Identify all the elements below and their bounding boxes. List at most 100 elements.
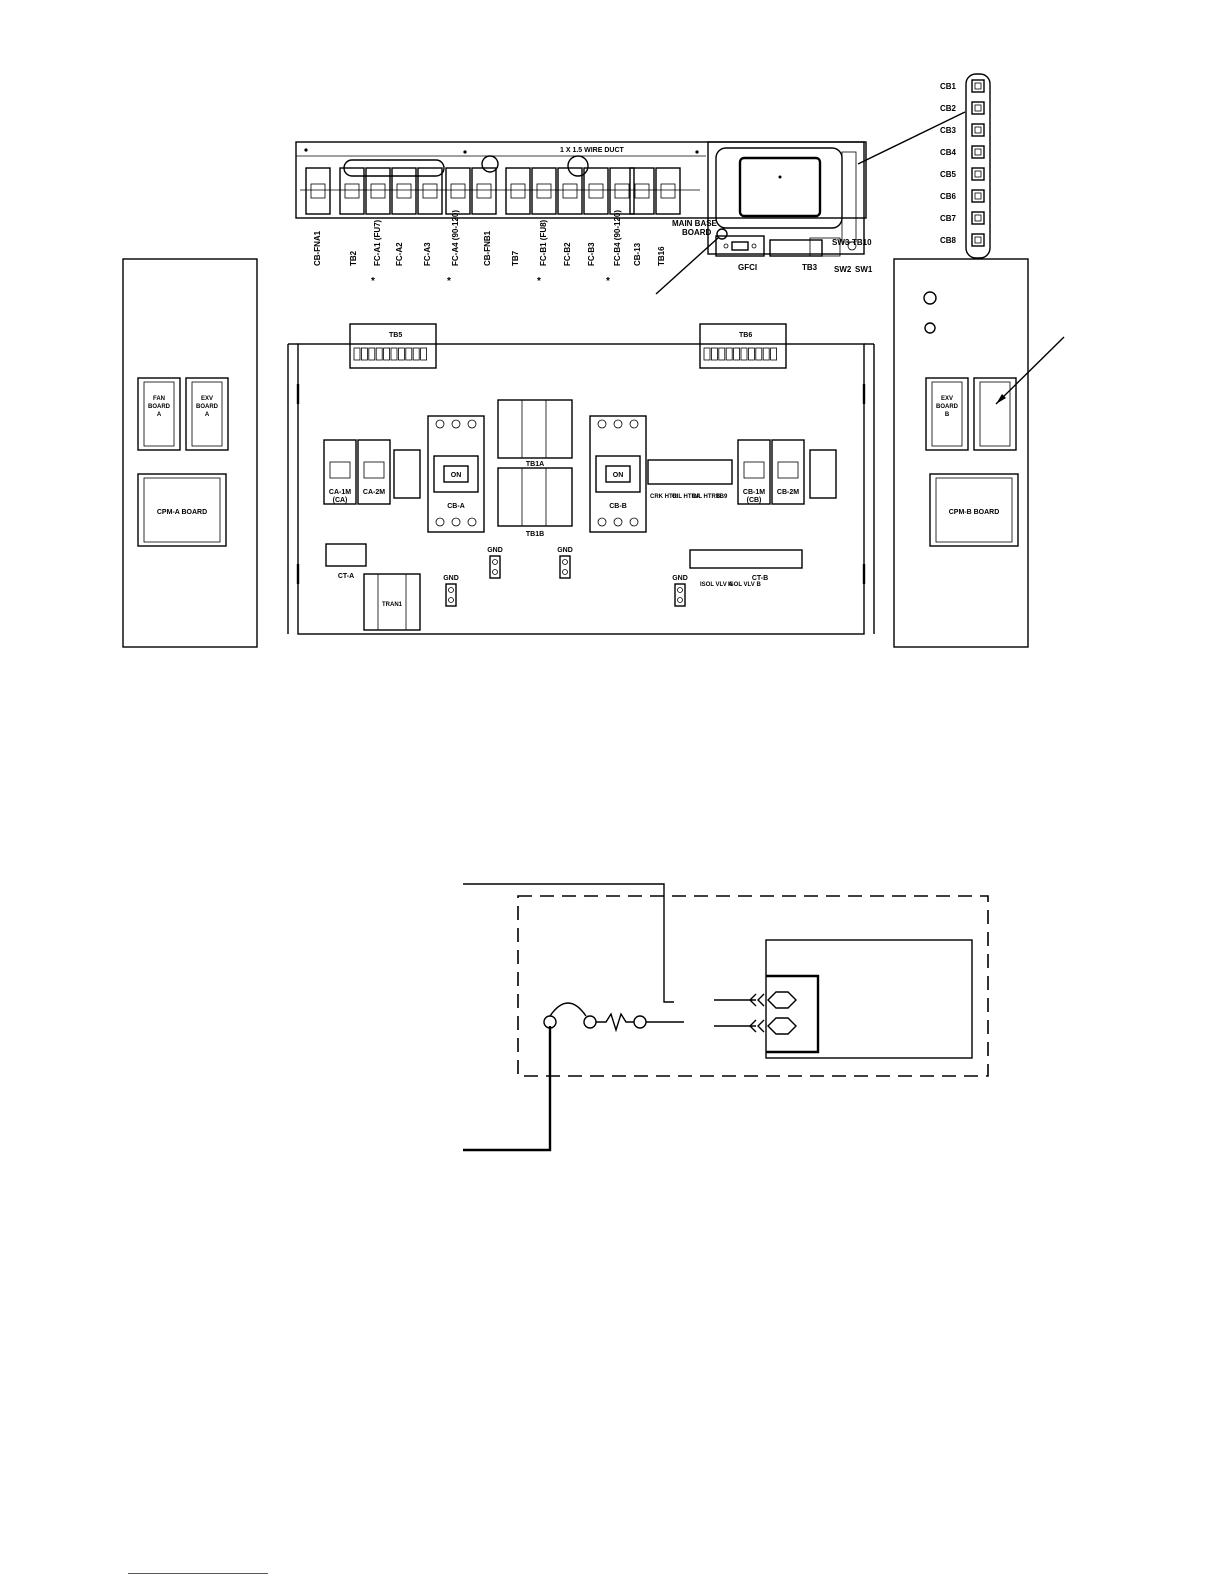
ct-b-label: CT-B — [752, 575, 768, 582]
isol-vlv-b-label: ISOL VLV B — [728, 582, 761, 588]
schematic-bracket — [766, 974, 820, 1054]
ca-1m-label: CA-1M — [329, 489, 351, 496]
rail-label: FC-B2 — [563, 242, 572, 266]
asterisk-fc-b1: * — [537, 276, 541, 287]
cpm-a-board — [137, 473, 227, 547]
cb-b-label: CB-B — [609, 503, 627, 510]
rail-label: FC-A2 — [395, 242, 404, 266]
schematic-inner-box — [765, 939, 973, 1059]
cb-strip-label: CB7 — [940, 214, 957, 223]
rail-label: CB-FNA1 — [313, 230, 322, 266]
cb-strip-label: CB5 — [940, 170, 957, 179]
rail-component — [339, 167, 365, 215]
asterisk-fc-a4: * — [447, 276, 451, 287]
cb-1m-label: CB-1M — [743, 489, 765, 496]
rail-component — [305, 167, 331, 215]
cb-strip-slot — [971, 211, 985, 225]
wire-duct-panel — [295, 141, 867, 219]
exv-board-b-label-2: BOARD — [936, 404, 959, 410]
cb-strip-slot — [971, 101, 985, 115]
contactor-cb-1m: CB-1M (CB) — [737, 439, 771, 505]
rail-label: CB-FNB1 — [483, 230, 492, 266]
contactor-ca-2m: CA-2M — [357, 439, 391, 505]
terminal — [770, 347, 777, 361]
terminal — [412, 347, 420, 361]
contactor-cb-2m: CB-2M — [771, 439, 805, 505]
tb1b-block: TB1B — [497, 467, 573, 538]
terminal — [703, 347, 711, 361]
cb-strip-slot — [971, 123, 985, 137]
gfci-outlet — [715, 235, 765, 257]
cb-strip-housing — [965, 73, 991, 259]
tb10-strip — [841, 151, 857, 243]
right-side-panel: EXV BOARD B CPM-B BOARD — [893, 258, 1065, 648]
cb-strip-slot — [971, 233, 985, 247]
sw2-label: SW2 — [834, 265, 852, 274]
terminal — [762, 347, 770, 361]
rail-component — [531, 167, 557, 215]
tb6-label: TB6 — [739, 332, 752, 339]
exv-board-b — [925, 377, 969, 451]
cb-strip-slot — [971, 189, 985, 203]
terminal — [740, 347, 748, 361]
tran1-label: TRAN1 — [382, 602, 403, 608]
exv-board-b-label-3: B — [945, 412, 950, 418]
rail-component — [583, 167, 609, 215]
fan-board-a — [137, 377, 181, 451]
oil-htrb-label: OIL HTRB — [692, 494, 721, 500]
terminal — [368, 347, 376, 361]
tb10-label: TB10 — [852, 238, 872, 247]
gnd-lug — [674, 583, 686, 607]
terminal — [390, 347, 398, 361]
ca-aux-relay — [393, 449, 421, 499]
cb-strip-leader-line — [857, 111, 966, 165]
rail-component — [365, 167, 391, 215]
cb-a-label: CB-A — [447, 503, 465, 510]
tb1a-block: TB1A — [497, 399, 573, 468]
exv-board-a-label-3: A — [205, 412, 210, 418]
cb-strip-label: CB3 — [940, 126, 957, 135]
rail-label: FC-A4 (90-120) — [451, 210, 460, 266]
rail-component — [505, 167, 531, 215]
crk-htr-label: CRK HTR — [650, 494, 678, 500]
terminal — [383, 347, 391, 361]
cb-strip-label: CB2 — [940, 104, 957, 113]
asterisk-fc-b4: * — [606, 276, 610, 287]
terminal — [360, 347, 368, 361]
cb-strip-slot — [971, 167, 985, 181]
schematic-dashed-enclosure — [517, 895, 989, 1077]
exv-board-a — [185, 377, 229, 451]
breaker-cb-b: ON CB-B — [589, 415, 647, 533]
rail-label: FC-A1 (FU7) — [373, 219, 382, 266]
isol-vlv-a-label: ISOL VLV A — [700, 582, 733, 588]
cb-strip-label: CB4 — [940, 148, 957, 157]
cb-b-switch — [605, 465, 631, 483]
fan-board-a-label-1: FAN — [153, 396, 165, 402]
rail-label: CB-13 — [633, 242, 642, 266]
tb5-block — [349, 323, 437, 369]
rail-label: TB2 — [349, 250, 358, 266]
right-panel-leader-line — [995, 336, 1065, 405]
main-base-leader-line — [655, 237, 719, 295]
tb3-block — [769, 239, 823, 257]
gnd-label: GND — [672, 575, 688, 582]
cpm-b-board — [929, 473, 1019, 547]
rail-label: FC-A3 — [423, 242, 432, 266]
rail-component — [417, 167, 443, 215]
exv-board-b-label-1: EXV — [941, 396, 953, 402]
main-base-label-2: BOARD — [682, 228, 712, 237]
exv-board-a-label-1: EXV — [201, 396, 213, 402]
ct-a: CT-A — [325, 543, 367, 580]
cb-strip-label: CB1 — [940, 82, 957, 91]
fan-board-a-label-2: BOARD — [148, 404, 171, 410]
terminal — [748, 347, 755, 361]
gnd-label: GND — [557, 547, 573, 554]
rail-component — [391, 167, 417, 215]
rail-component — [655, 167, 681, 215]
ct-a-label: CT-A — [338, 573, 354, 580]
rail-component — [557, 167, 583, 215]
rail-label: FC-B4 (90-120) — [613, 210, 622, 266]
cb-strip-slot — [971, 145, 985, 159]
